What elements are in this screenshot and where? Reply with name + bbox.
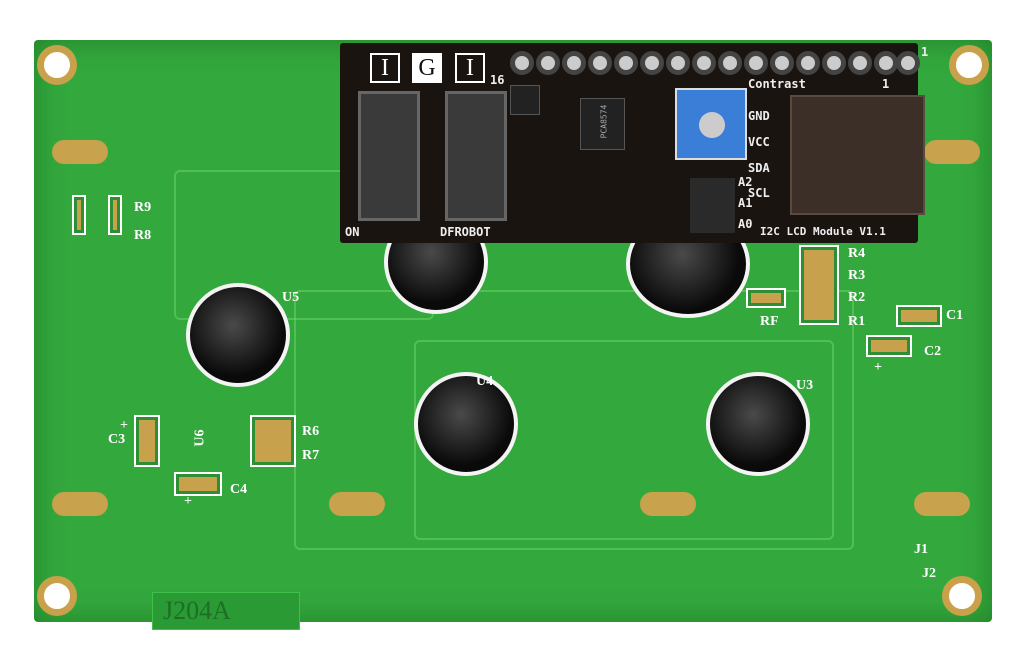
pca8574-chip: PCA8574 [580, 98, 625, 150]
mount-hole [949, 45, 989, 85]
pin-scl: SCL [748, 186, 770, 200]
pin-sda: SDA [748, 161, 770, 175]
on-label: ON [345, 225, 360, 239]
label-r1: R1 [848, 314, 866, 329]
ribbon-header [358, 91, 420, 221]
pad [52, 140, 108, 164]
board-id-label: J204A [152, 592, 300, 630]
pad [640, 492, 696, 516]
logo-letter: G [412, 53, 442, 83]
mount-hole [37, 45, 77, 85]
label-r7: R7 [302, 448, 320, 463]
pin16-label: 16 [490, 73, 505, 87]
pin-vcc: VCC [748, 135, 770, 149]
label-j1: J1 [914, 542, 928, 557]
logo-letter: I [370, 53, 400, 83]
label-u3: U3 [796, 378, 814, 393]
pin1-label: 1 [921, 45, 929, 59]
module-title: I2C LCD Module V1.1 [760, 225, 886, 238]
label-c1: C1 [946, 308, 964, 323]
brand-label: DFROBOT [440, 225, 491, 239]
pin-gnd: GND [748, 109, 770, 123]
plus-sign: + [184, 494, 192, 509]
label-r8: R8 [134, 228, 152, 243]
label-u4: U4 [476, 374, 494, 389]
jumper-a0: A0 [738, 217, 753, 231]
pad [924, 140, 980, 164]
logo-letter: I [455, 53, 485, 83]
contrast-potentiometer[interactable] [675, 88, 747, 160]
i2c-connector[interactable] [790, 95, 925, 215]
label-rf: RF [760, 314, 779, 329]
ribbon-header [445, 91, 507, 221]
mount-hole [37, 576, 77, 616]
label-c3: C3 [108, 432, 126, 447]
label-u5: U5 [282, 290, 300, 305]
label-c2: C2 [924, 344, 942, 359]
i2c-lcd-module: I G I 16 1 Contrast 1 PCA8574 GND VCC SD… [340, 43, 928, 243]
label-r6: R6 [302, 424, 320, 439]
plus-sign: + [120, 418, 128, 433]
plus-sign: + [874, 360, 882, 375]
label-r9: R9 [134, 200, 152, 215]
pad [52, 492, 108, 516]
chip-blob-u4 [414, 372, 518, 476]
contrast-label: Contrast [748, 77, 806, 91]
chip-blob-u5 [186, 283, 290, 387]
pin1-label: 1 [882, 77, 890, 91]
chip-blob-u3 [706, 372, 810, 476]
jumper-a2: A2 [738, 175, 753, 189]
address-jumpers[interactable] [690, 178, 735, 233]
label-r3: R3 [848, 268, 866, 283]
label-u6: U6 [192, 429, 208, 447]
pad [914, 492, 970, 516]
label-j2: J2 [922, 566, 936, 581]
mount-hole [942, 576, 982, 616]
label-r2: R2 [848, 290, 866, 305]
jumper-a1: A1 [738, 196, 753, 210]
label-r4: R4 [848, 246, 866, 261]
label-c4: C4 [230, 482, 248, 497]
chip-marking: PCA8574 [599, 104, 609, 139]
pad [329, 492, 385, 516]
